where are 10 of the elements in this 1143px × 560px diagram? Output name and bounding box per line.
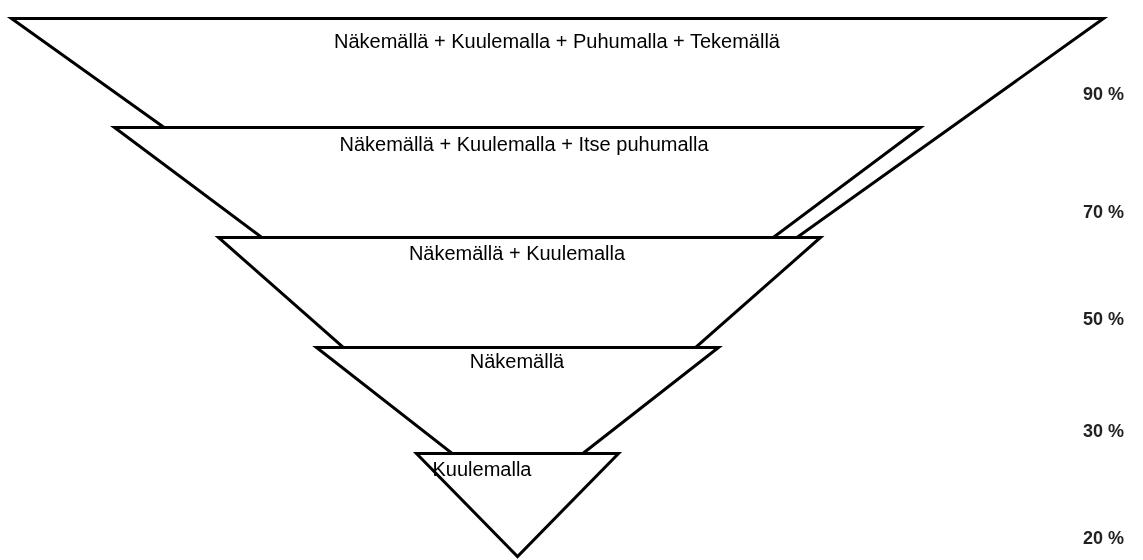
level-label: Kuulemalla bbox=[431, 457, 533, 482]
level-label: Näkemällä + Kuulemalla bbox=[407, 241, 627, 266]
percentage-label: 90 % bbox=[1083, 84, 1125, 105]
percentage-label: 20 % bbox=[1083, 528, 1125, 549]
level-label: Näkemällä + Kuulemalla + Itse puhumalla bbox=[338, 132, 710, 157]
level-label: Näkemällä + Kuulemalla + Puhumalla + Tekemällä bbox=[333, 29, 781, 54]
percentage-label: 50 % bbox=[1083, 309, 1125, 330]
level-label: Näkemällä bbox=[468, 349, 566, 374]
percentage-label: 70 % bbox=[1083, 202, 1125, 223]
percentage-label: 30 % bbox=[1083, 421, 1125, 442]
